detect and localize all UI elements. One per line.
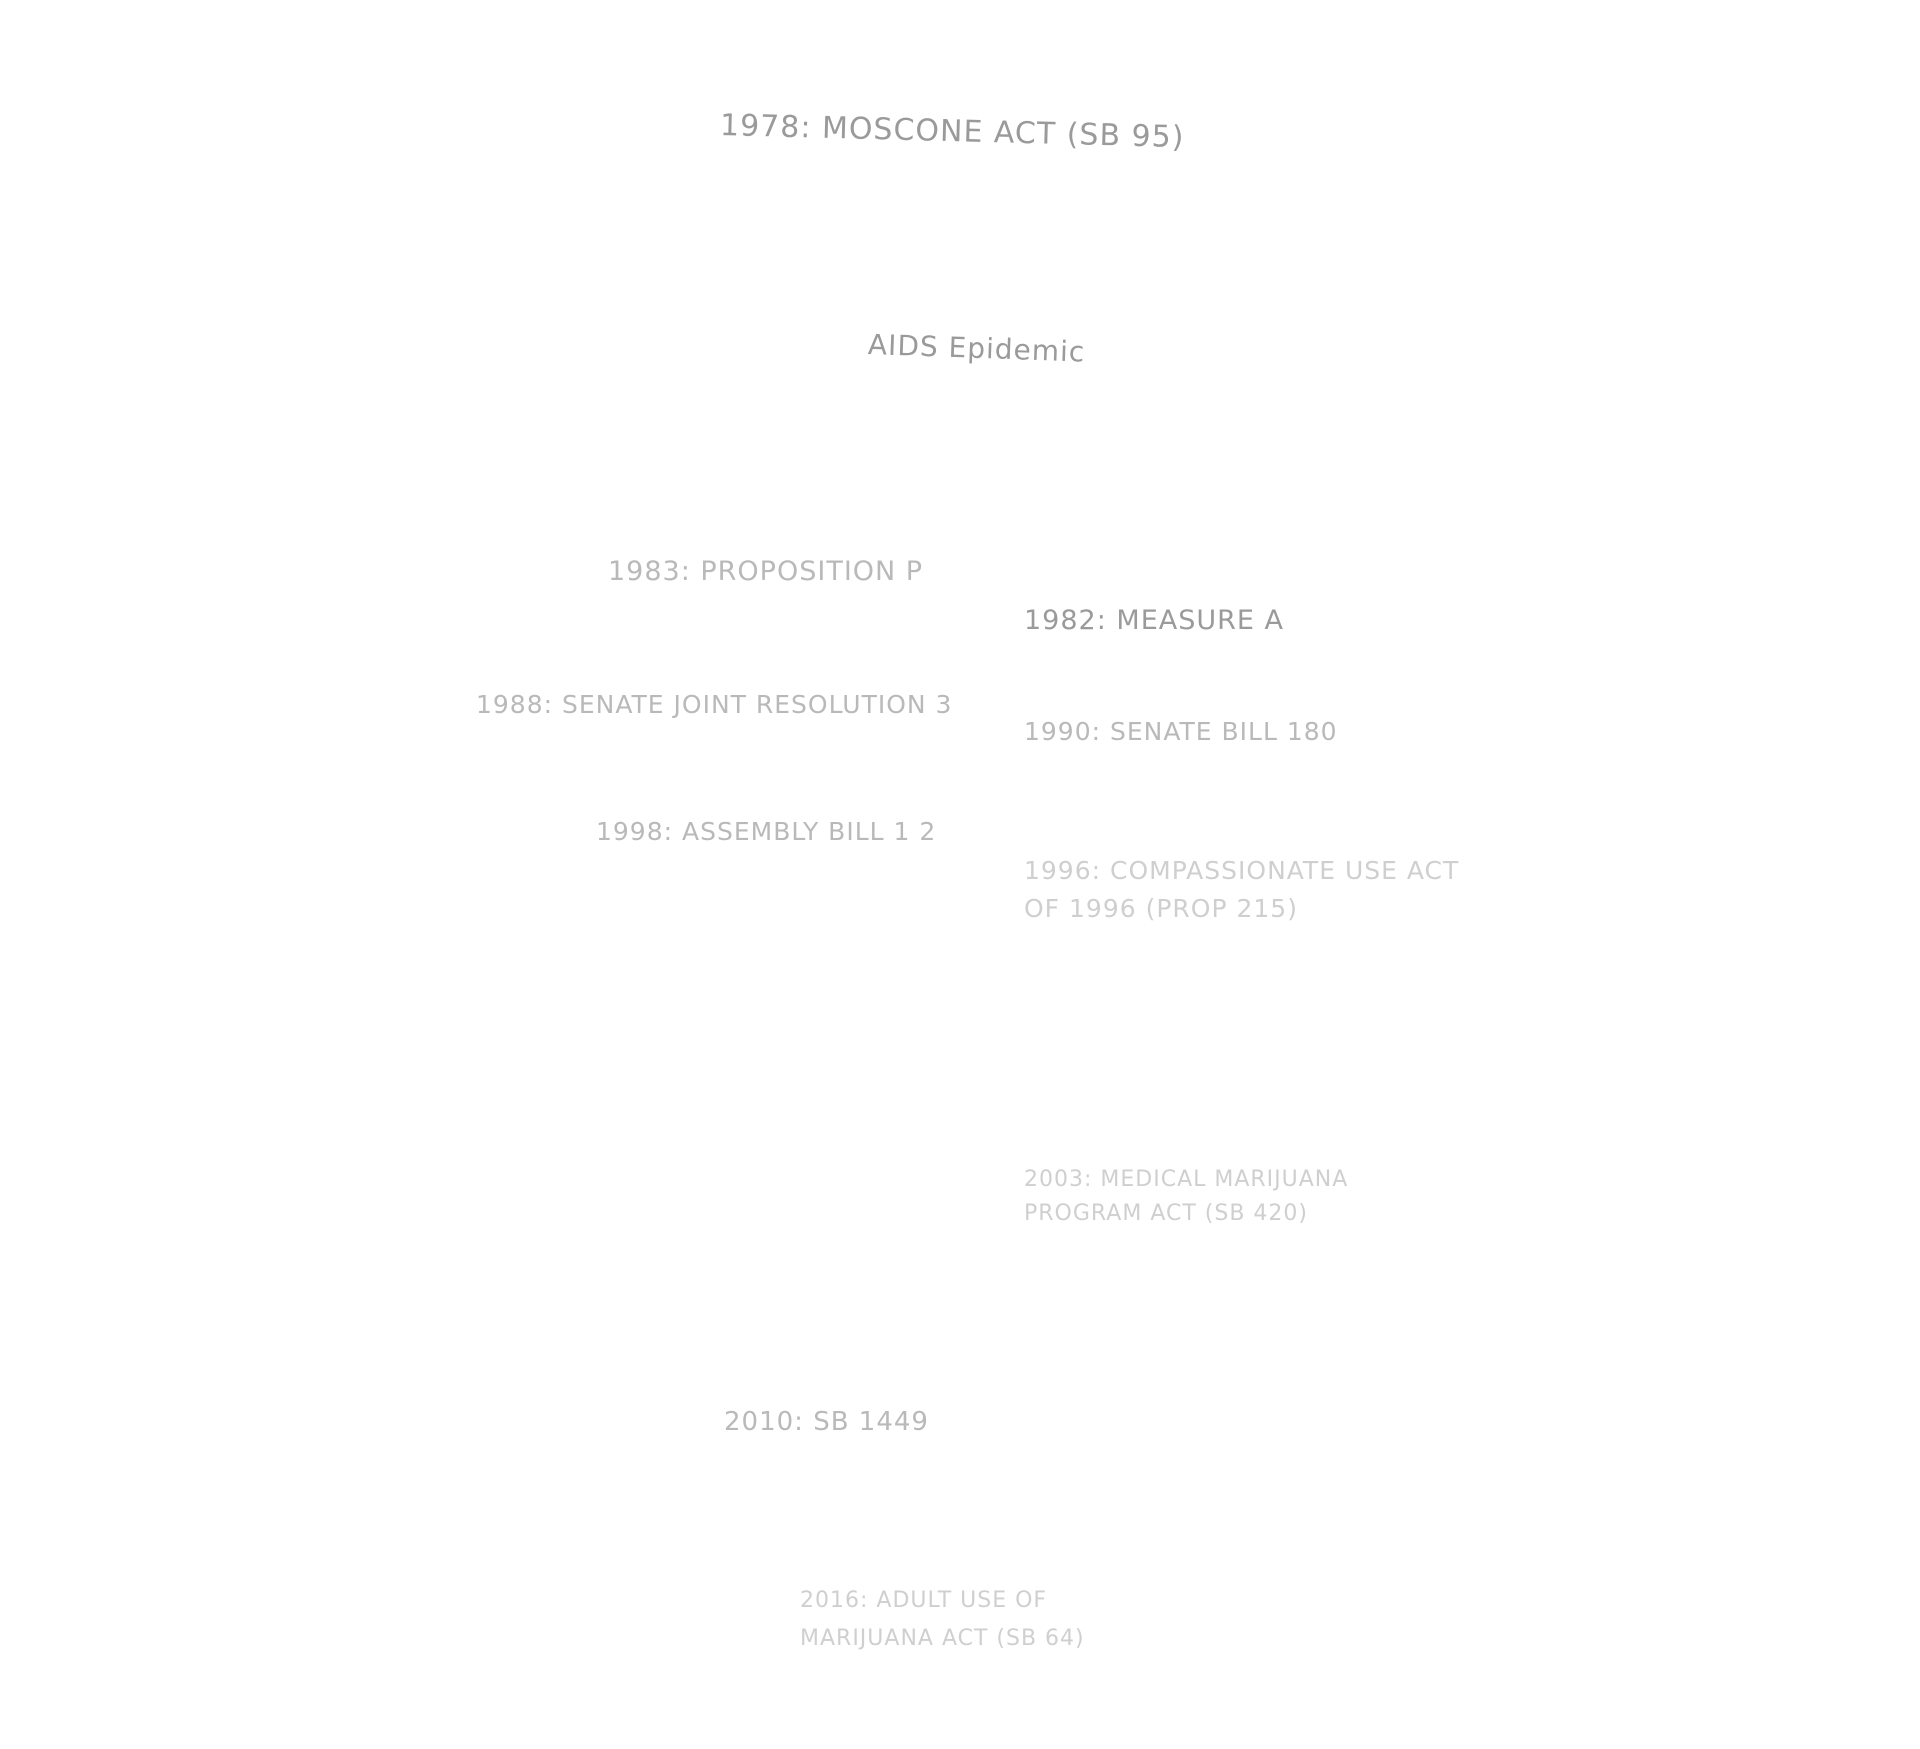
measure-a-label: 1982: MEASURE A (1024, 605, 1284, 636)
assembly-bill-label: 1998: ASSEMBLY BILL 1 2 (596, 817, 937, 846)
senate-joint-resolution-label: 1988: SENATE JOINT RESOLUTION 3 (476, 690, 953, 719)
adult-use-act-line-1: 2016: ADULT USE OF (800, 1588, 1048, 1613)
adult-use-act-label: 2016: ADULT USE OF MARIJUANA ACT (SB 64) (800, 1582, 1085, 1658)
aids-epidemic-label: AIDS Epidemic (867, 328, 1086, 369)
medical-marijuana-program-label: 2003: MEDICAL MARIJUANA PROGRAM ACT (SB … (1024, 1163, 1348, 1231)
sb-1449-label: 2010: SB 1449 (724, 1407, 929, 1437)
medical-marijuana-program-line-2: PROGRAM ACT (SB 420) (1024, 1201, 1308, 1226)
compassionate-use-act-line-1: 1996: COMPASSIONATE USE ACT (1024, 856, 1460, 885)
compassionate-use-act-label: 1996: COMPASSIONATE USE ACT OF 1996 (PRO… (1024, 852, 1459, 928)
compassionate-use-act-line-2: OF 1996 (PROP 215) (1024, 894, 1298, 923)
senate-bill-label: 1990: SENATE BILL 180 (1024, 717, 1338, 746)
medical-marijuana-program-line-1: 2003: MEDICAL MARIJUANA (1024, 1167, 1349, 1192)
proposition-p-label: 1983: PROPOSITION P (608, 556, 924, 587)
adult-use-act-line-2: MARIJUANA ACT (SB 64) (800, 1626, 1085, 1651)
moscone-act-label: 1978: MOSCONE ACT (SB 95) (719, 108, 1185, 156)
